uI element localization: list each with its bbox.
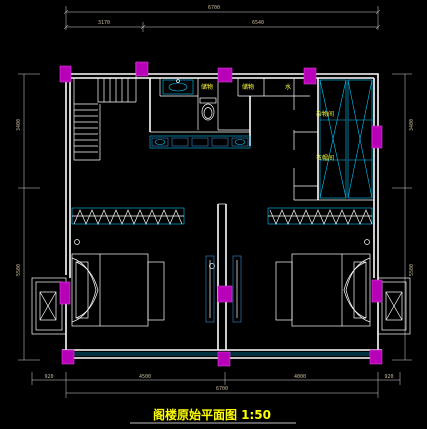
central-partition bbox=[217, 203, 227, 350]
staircase bbox=[73, 62, 137, 161]
light-fixture-markers bbox=[74, 239, 370, 269]
dim-top-total: 6700 bbox=[208, 5, 220, 11]
column bbox=[371, 125, 383, 149]
structural-columns bbox=[59, 61, 383, 367]
dim-bottom-right-margin: 920 bbox=[384, 374, 393, 380]
left-bed bbox=[71, 253, 165, 327]
wardrobe-shelves bbox=[319, 79, 373, 199]
column bbox=[61, 349, 75, 365]
column bbox=[59, 65, 72, 83]
dim-left-upper: 3400 bbox=[16, 119, 22, 131]
top-dimension-lines bbox=[63, 6, 381, 32]
dim-right-lower: 5500 bbox=[409, 264, 415, 276]
column bbox=[371, 279, 383, 303]
column bbox=[217, 67, 233, 83]
column bbox=[59, 281, 71, 305]
room-label-misc: 杂物间 bbox=[316, 110, 334, 118]
column bbox=[217, 351, 231, 367]
bathroom-fixtures bbox=[162, 79, 217, 121]
room-label-wardrobe: 衣帽间 bbox=[316, 154, 334, 162]
dim-bottom-left-margin: 920 bbox=[44, 374, 53, 380]
dim-left-lower: 5500 bbox=[16, 264, 22, 276]
left-closet-rail bbox=[71, 207, 185, 225]
column bbox=[303, 67, 317, 85]
dim-top-left: 3170 bbox=[98, 20, 110, 26]
drawing-title: 阁楼原始平面图 1:50 bbox=[153, 407, 271, 422]
dim-top-right: 6540 bbox=[252, 20, 264, 26]
dim-bottom-right: 4000 bbox=[294, 374, 306, 380]
right-closet-rail bbox=[267, 207, 373, 225]
column bbox=[369, 349, 383, 365]
dim-bottom-total: 6700 bbox=[216, 386, 228, 392]
right-dimension-lines bbox=[392, 73, 412, 361]
column bbox=[217, 285, 233, 303]
column bbox=[135, 61, 149, 77]
tv-cabinets bbox=[205, 255, 242, 323]
room-label-storage-b: 储物 bbox=[242, 83, 254, 91]
dim-bottom-left: 4500 bbox=[139, 374, 151, 380]
bottom-dimension-lines bbox=[31, 372, 401, 398]
room-label-water: 水 bbox=[285, 83, 291, 91]
right-storage-walls bbox=[293, 78, 374, 201]
dim-right-upper: 3400 bbox=[409, 119, 415, 131]
left-dimension-lines bbox=[18, 73, 40, 361]
right-bed bbox=[275, 253, 371, 327]
room-label-storage-a: 储物 bbox=[201, 83, 213, 91]
vanity-counter bbox=[149, 135, 251, 149]
right-window-bay bbox=[377, 277, 411, 335]
left-window-bay bbox=[31, 277, 67, 335]
